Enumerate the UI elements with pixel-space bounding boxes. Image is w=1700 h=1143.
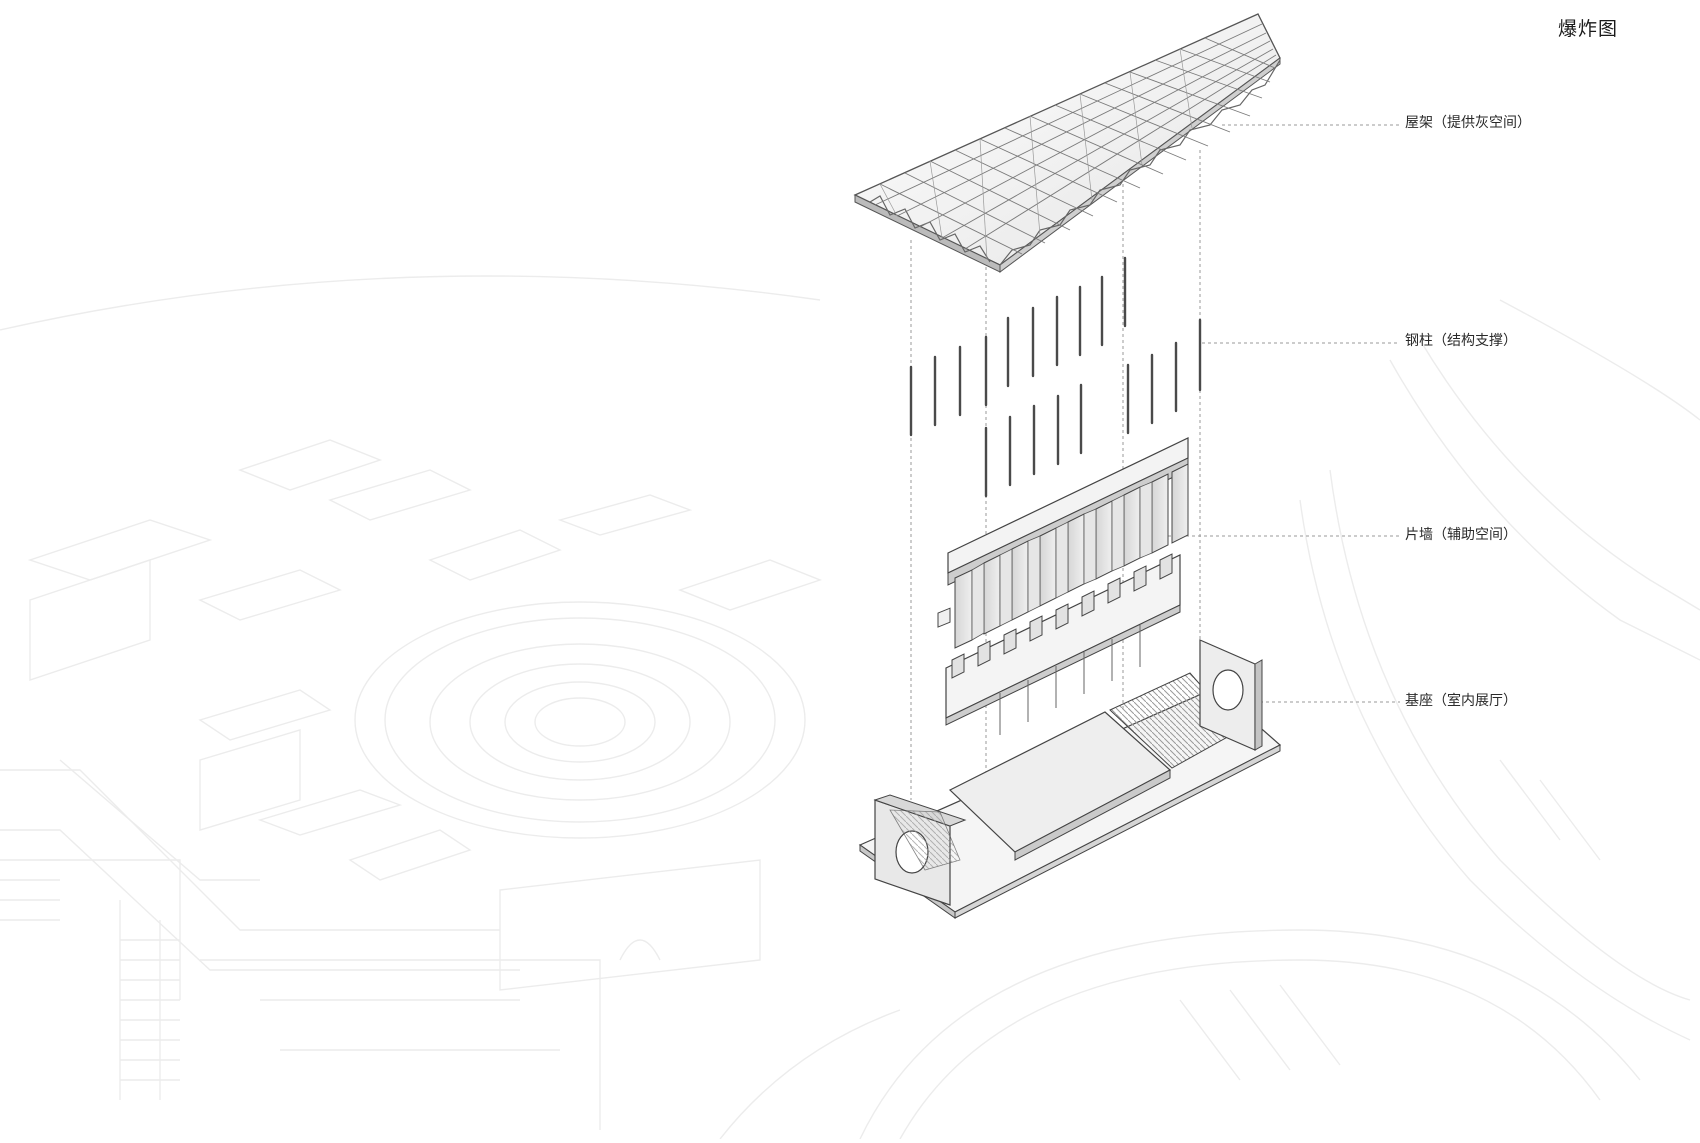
callout-column: 钢柱（结构支撑） (1405, 333, 1517, 349)
steel-columns-layer (909, 256, 1202, 498)
callout-roof: 屋架（提供灰空间） (1405, 115, 1531, 131)
side-wall-layer-lower (937, 553, 1181, 735)
base-layer (858, 639, 1282, 919)
callout-base: 基座（室内展厅） (1405, 693, 1517, 709)
callout-wall: 片墙（辅助空间） (1405, 527, 1517, 543)
roof-truss-layer (853, 13, 1281, 273)
side-wall-layer-upper (947, 437, 1189, 649)
site-plan-background (0, 275, 1700, 1140)
projection-lines (910, 124, 1400, 830)
diagram-title: 爆炸图 (1558, 18, 1619, 40)
